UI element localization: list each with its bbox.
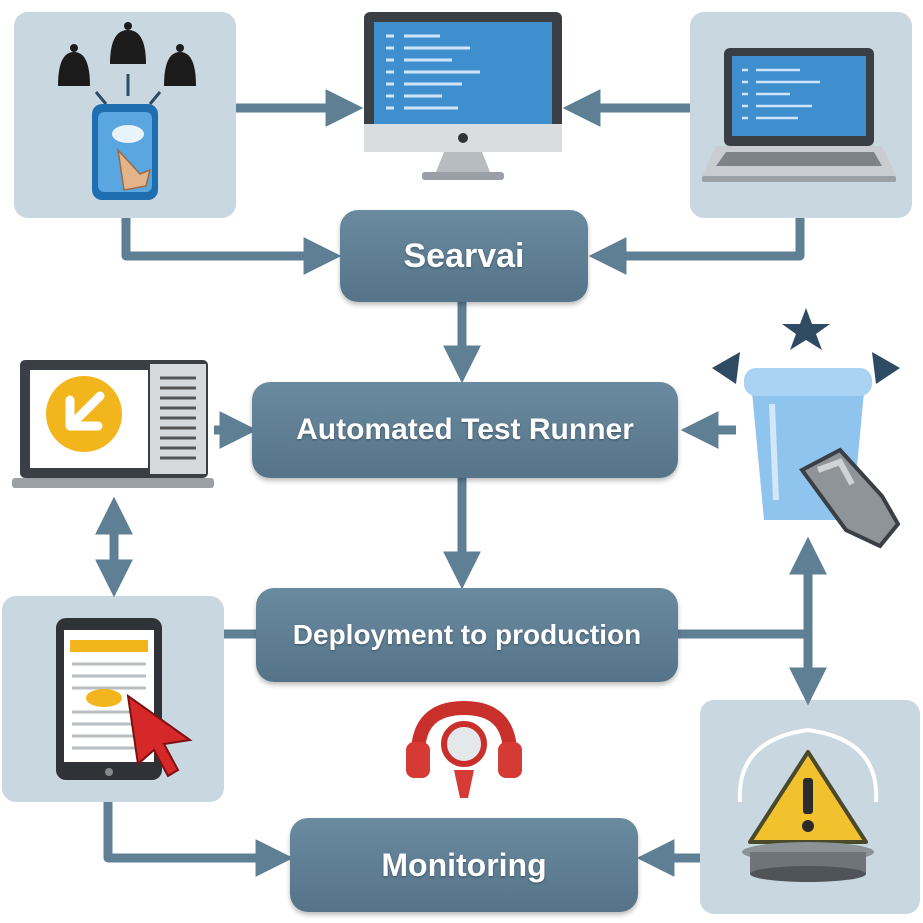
laptop-icon (702, 48, 896, 182)
service-label: Searvai (403, 236, 525, 275)
monitoring-label: Monitoring (381, 846, 547, 883)
monitoring-node[interactable]: Monitoring (290, 818, 638, 912)
deployment-node[interactable]: Deployment to production (256, 588, 678, 682)
service-node[interactable]: Searvai (340, 210, 588, 302)
deployment-label: Deployment to production (292, 619, 642, 650)
tablet-cursor-icon (56, 618, 193, 780)
arrow-mobile-to-service (121, 218, 342, 275)
mobile-touch-icon (58, 22, 196, 200)
test-runner-node[interactable]: Automated Test Runner (252, 382, 678, 478)
test-runner-label: Automated Test Runner (296, 413, 634, 446)
support-headset-icon (406, 700, 522, 798)
arrow-tablet-to-monitoring (103, 802, 294, 877)
test-workstation-icon (12, 360, 214, 488)
warning-alert-icon (737, 727, 879, 882)
cloud-bucket-icon (712, 308, 901, 549)
desktop-monitor-icon (364, 12, 562, 180)
arrow-laptop-to-service (588, 218, 805, 275)
